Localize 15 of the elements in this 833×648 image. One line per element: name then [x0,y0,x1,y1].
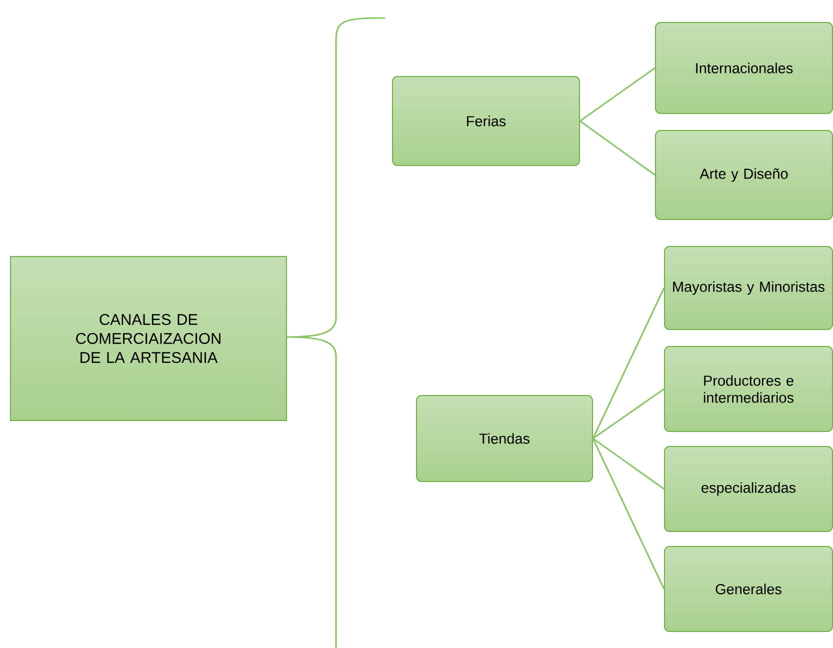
connector-line [592,438,664,490]
category-box: Productores e intermediarios [664,346,833,432]
category-box: Ferias [392,76,580,166]
category-box: Internacionales [655,22,833,114]
category-box: Mayoristas y Minoristas [664,246,833,330]
category-box: especializadas [664,446,833,532]
topic-box: CANALES DE COMERCIAIZACION DE LA ARTESANIA [10,256,287,421]
category-box: Arte y Diseño [655,130,833,220]
connector-line [580,120,656,176]
connector-line [592,288,665,439]
connector-line [580,67,656,122]
category-box: Tiendas [416,395,593,482]
category-box: Generales [664,546,833,632]
connector-line [592,438,665,590]
connector-line [592,388,664,440]
